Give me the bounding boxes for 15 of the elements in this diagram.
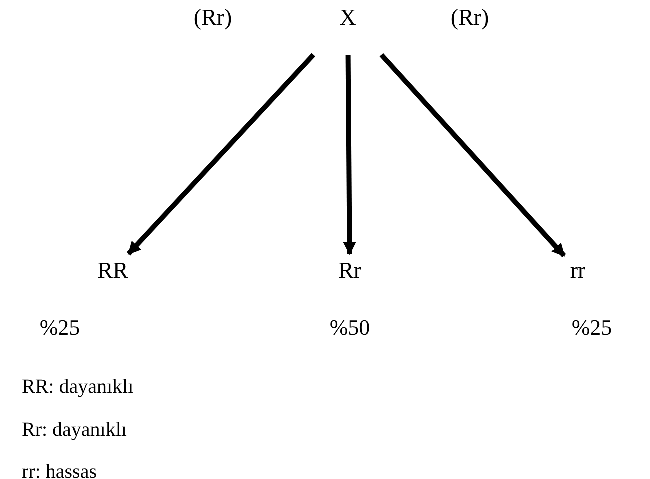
percentage-label: %50 (330, 315, 370, 341)
percentage-label: %25 (572, 315, 612, 341)
parent-genotype-label: (Rr) (194, 5, 232, 31)
genotype-label: rr (566, 256, 590, 286)
arrow (126, 53, 316, 256)
note-text: rr: hassas (22, 461, 97, 479)
note-text: RR: dayanıklı (22, 376, 134, 399)
genotype-label: Rr (334, 256, 366, 286)
parent-genotype-label: (Rr) (450, 5, 490, 31)
arrow (343, 54, 356, 256)
arrow (380, 53, 566, 258)
percentage-label: %25 (40, 315, 80, 341)
genotype-label: X (336, 3, 360, 33)
note-text: Rr: dayanıklı (22, 419, 127, 442)
genotype-label: RR (94, 256, 132, 286)
